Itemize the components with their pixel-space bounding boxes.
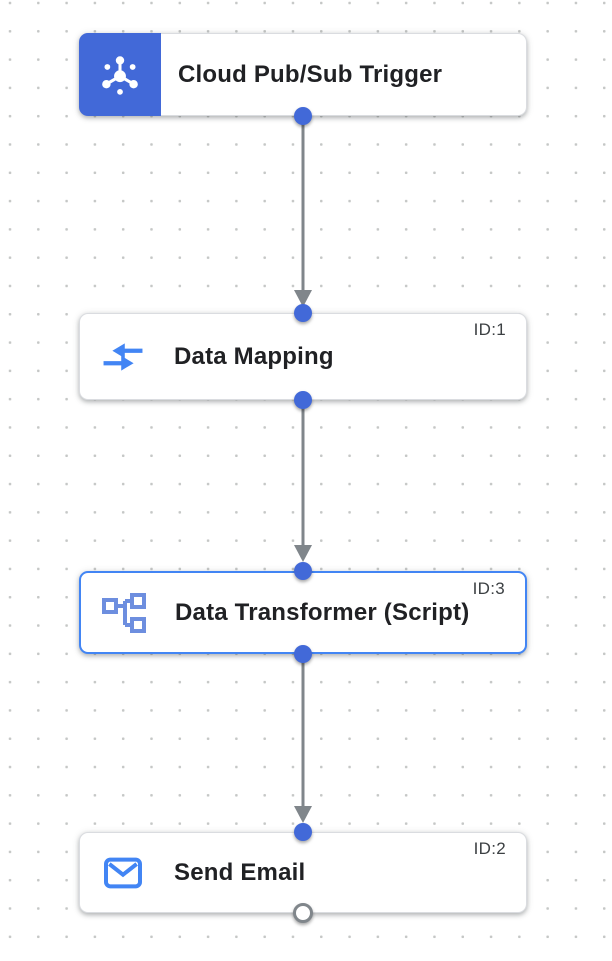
email-icon xyxy=(98,856,148,890)
port-mapping-output[interactable] xyxy=(294,391,312,409)
arrowhead-icon xyxy=(294,290,312,307)
node-title: Data Mapping xyxy=(174,342,334,370)
node-id-badge: ID:3 xyxy=(472,579,505,598)
port-transformer-input[interactable] xyxy=(294,562,312,580)
node-id-badge: ID:1 xyxy=(473,320,506,339)
port-transformer-output[interactable] xyxy=(294,645,312,663)
node-cloud-pubsub-trigger[interactable]: Cloud Pub/Sub Trigger xyxy=(79,33,527,116)
node-title: Send Email xyxy=(174,858,306,886)
data-transformer-icon xyxy=(99,590,149,636)
arrowhead-icon xyxy=(294,806,312,823)
node-data-mapping[interactable]: Data Mapping ID:1 xyxy=(79,313,527,400)
arrowhead-icon xyxy=(294,545,312,562)
node-data-transformer[interactable]: Data Transformer (Script) ID:3 xyxy=(79,571,527,654)
node-id-badge: ID:2 xyxy=(473,839,506,858)
port-mapping-input[interactable] xyxy=(294,304,312,322)
port-trigger-output[interactable] xyxy=(294,107,312,125)
node-send-email[interactable]: Send Email ID:2 xyxy=(79,832,527,913)
data-mapping-icon xyxy=(98,339,148,375)
node-title: Data Transformer (Script) xyxy=(175,598,470,626)
pubsub-icon xyxy=(79,33,161,116)
node-title: Cloud Pub/Sub Trigger xyxy=(178,60,443,88)
port-email-output-open[interactable] xyxy=(293,903,313,923)
port-email-input[interactable] xyxy=(294,823,312,841)
